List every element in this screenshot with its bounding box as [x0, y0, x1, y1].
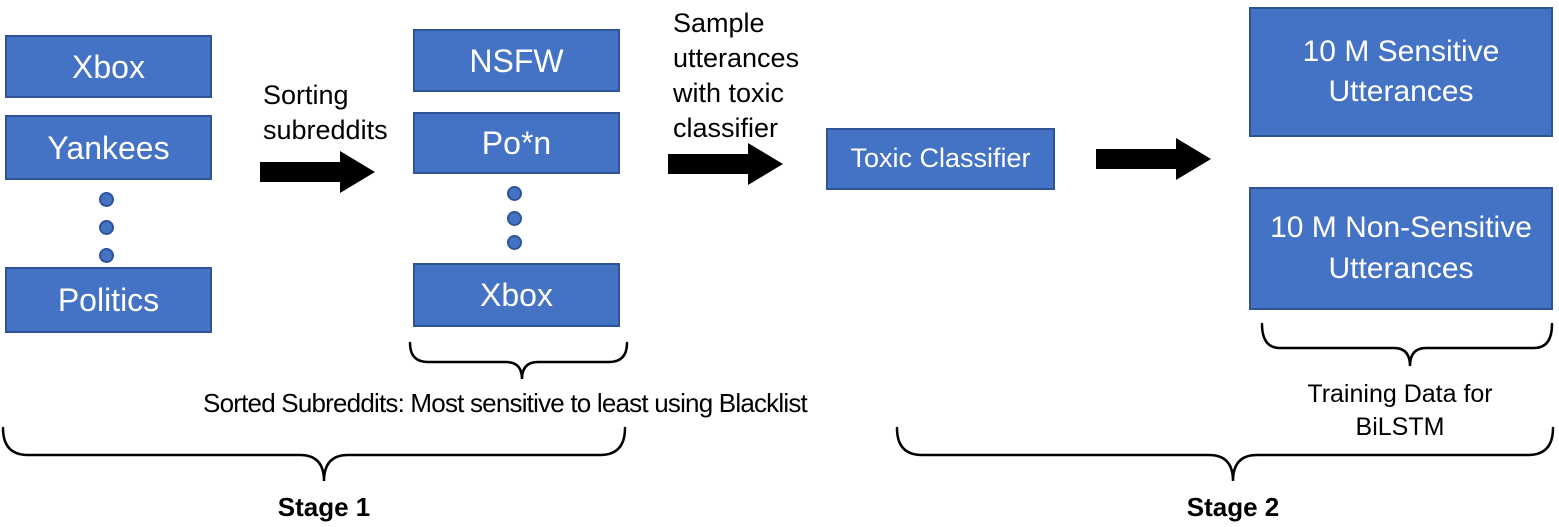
subreddit-box-politics: Politics — [5, 267, 212, 333]
toxic-classifier-box: Toxic Classifier — [826, 128, 1055, 190]
sample-arrow-icon — [668, 143, 783, 185]
stage2-label: Stage 2 — [1186, 492, 1280, 522]
training-data-brace — [1260, 322, 1554, 367]
ellipsis-dot — [99, 192, 114, 207]
subreddit-box-xbox-sorted: Xbox — [413, 263, 620, 327]
output-arrow-icon — [1096, 138, 1211, 180]
subreddit-box-porn: Po*n — [413, 112, 620, 174]
non-sensitive-utterances-box: 10 M Non-Sensitive Utterances — [1249, 187, 1553, 310]
sorting-arrow-icon — [260, 151, 375, 193]
sorted-subreddits-caption: Sorted Subreddits: Most sensitive to lea… — [203, 388, 808, 418]
stage1-label: Stage 1 — [277, 492, 371, 522]
training-data-caption: Training Data for BiLSTM — [1307, 380, 1493, 441]
ellipsis-dot — [507, 211, 522, 226]
ellipsis-dot — [507, 186, 522, 201]
subreddit-box-xbox-unsorted: Xbox — [5, 35, 212, 98]
ellipsis-dot — [99, 220, 114, 235]
sorting-arrow-label: Sorting subreddits — [263, 80, 388, 146]
stage1-brace — [1, 426, 627, 482]
sorted-subreddits-brace — [408, 341, 629, 380]
ellipsis-dot — [99, 248, 114, 263]
ellipsis-dot — [507, 235, 522, 250]
sensitive-utterances-box: 10 M Sensitive Utterances — [1249, 7, 1553, 137]
subreddit-box-yankees: Yankees — [5, 115, 212, 180]
sample-arrow-label: Sample utterances with toxic classifier — [673, 8, 800, 144]
subreddit-box-nsfw: NSFW — [413, 29, 620, 92]
